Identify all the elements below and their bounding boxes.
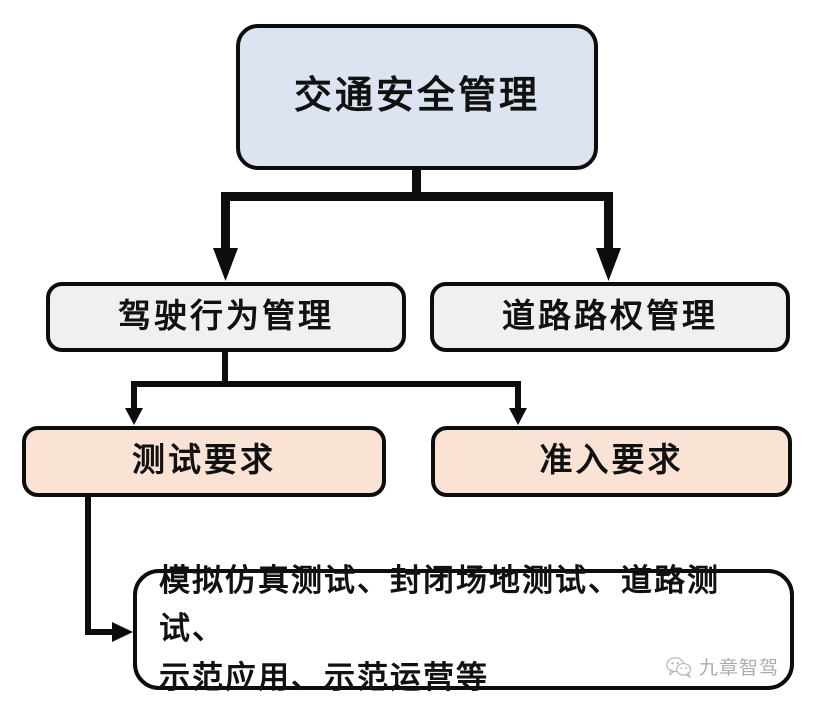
node-access-requirements[interactable]: 准入要求 <box>431 426 792 497</box>
node-label: 准入要求 <box>539 443 684 480</box>
node-label: 驾驶行为管理 <box>118 298 334 335</box>
node-road-right-of-way-management[interactable]: 道路路权管理 <box>430 282 790 352</box>
connector-root-to-level1 <box>213 170 621 281</box>
node-traffic-safety-management[interactable]: 交通安全管理 <box>236 24 598 170</box>
node-driving-behavior-management[interactable]: 驾驶行为管理 <box>46 282 406 352</box>
node-test-requirement-details[interactable]: 模拟仿真测试、封闭场地测试、道路测试、 示范应用、示范运营等 <box>133 563 794 695</box>
detail-line-1: 模拟仿真测试、封闭场地测试、道路测试、 <box>159 563 720 647</box>
detail-line-2: 示范应用、示范运营等 <box>159 659 489 695</box>
detail-text-block: 模拟仿真测试、封闭场地测试、道路测试、 示范应用、示范运营等 <box>159 557 768 701</box>
node-label: 测试要求 <box>132 443 276 480</box>
node-test-requirements[interactable]: 测试要求 <box>22 426 386 497</box>
watermark-text: 九章智驾 <box>699 658 780 679</box>
wechat-icon <box>666 656 692 678</box>
connector-test-to-detail <box>85 497 133 642</box>
connector-driving-to-level2 <box>125 352 527 425</box>
node-label: 交通安全管理 <box>293 75 540 118</box>
watermark: 九章智驾 <box>666 653 779 680</box>
node-label: 道路路权管理 <box>502 298 718 335</box>
